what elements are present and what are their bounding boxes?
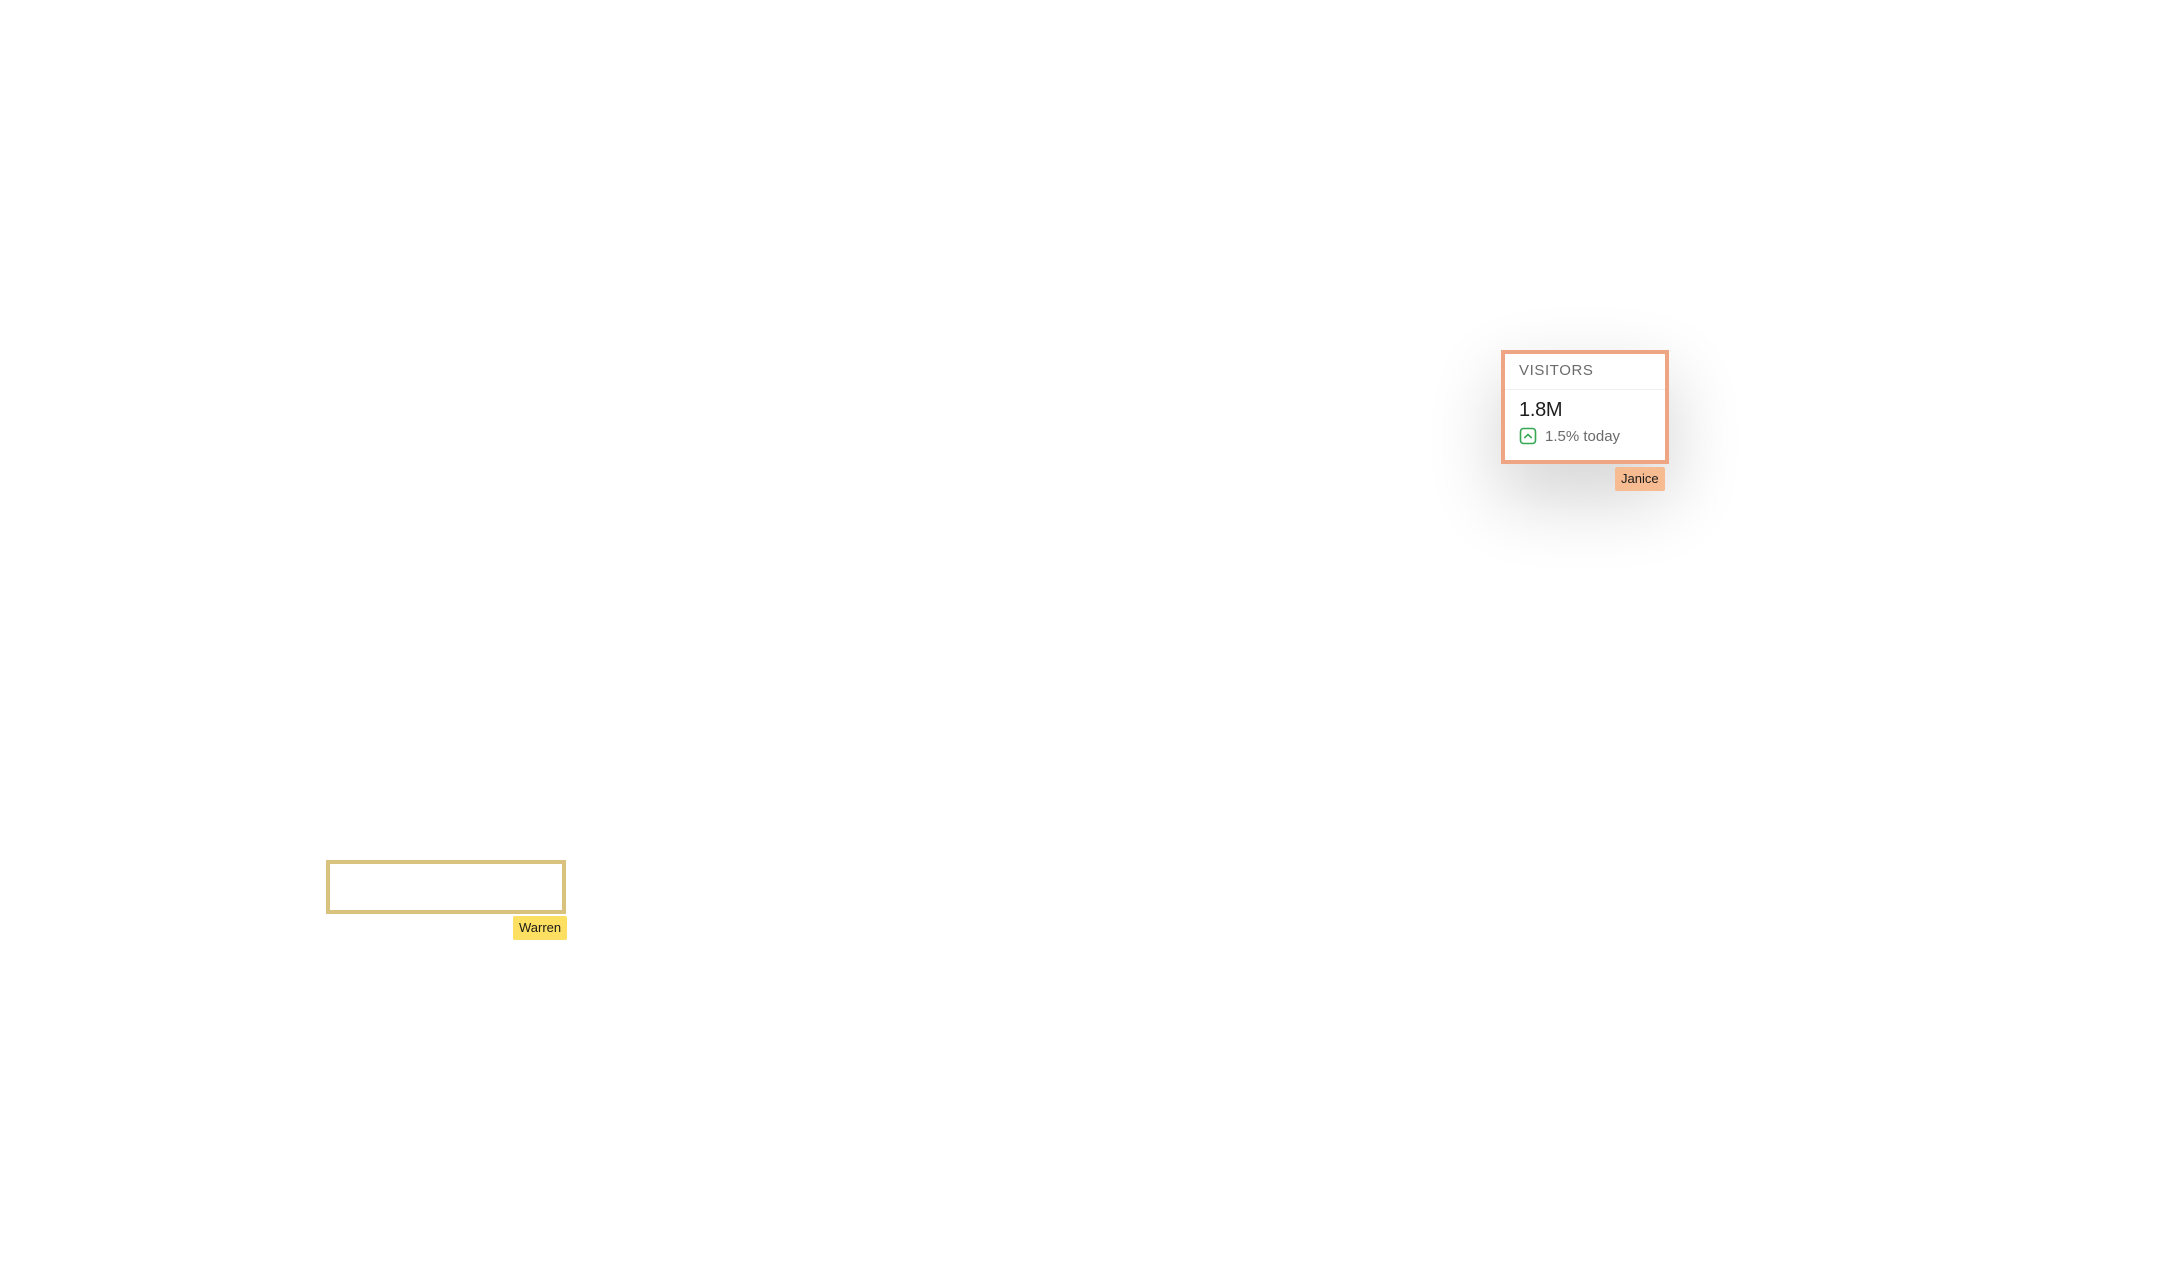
stat-card-header: VISITORS (1505, 352, 1665, 390)
stat-change-text: 1.5% today (1545, 427, 1621, 445)
selected-empty-block[interactable] (330, 864, 562, 910)
collaborator-tag-janice: Janice (1615, 467, 1665, 491)
visitors-stat-card[interactable]: VISITORS 1.8M 1.5% today (1505, 352, 1665, 464)
stat-value: 1.8M (1519, 399, 1563, 421)
stat-card-body: 1.8M 1.5% today (1505, 390, 1665, 445)
stat-card-title: VISITORS (1519, 362, 1594, 379)
stat-change: 1.5% today (1519, 427, 1651, 445)
collaborator-tag-warren: Warren (513, 916, 568, 940)
chevron-up-square-icon (1519, 427, 1537, 445)
